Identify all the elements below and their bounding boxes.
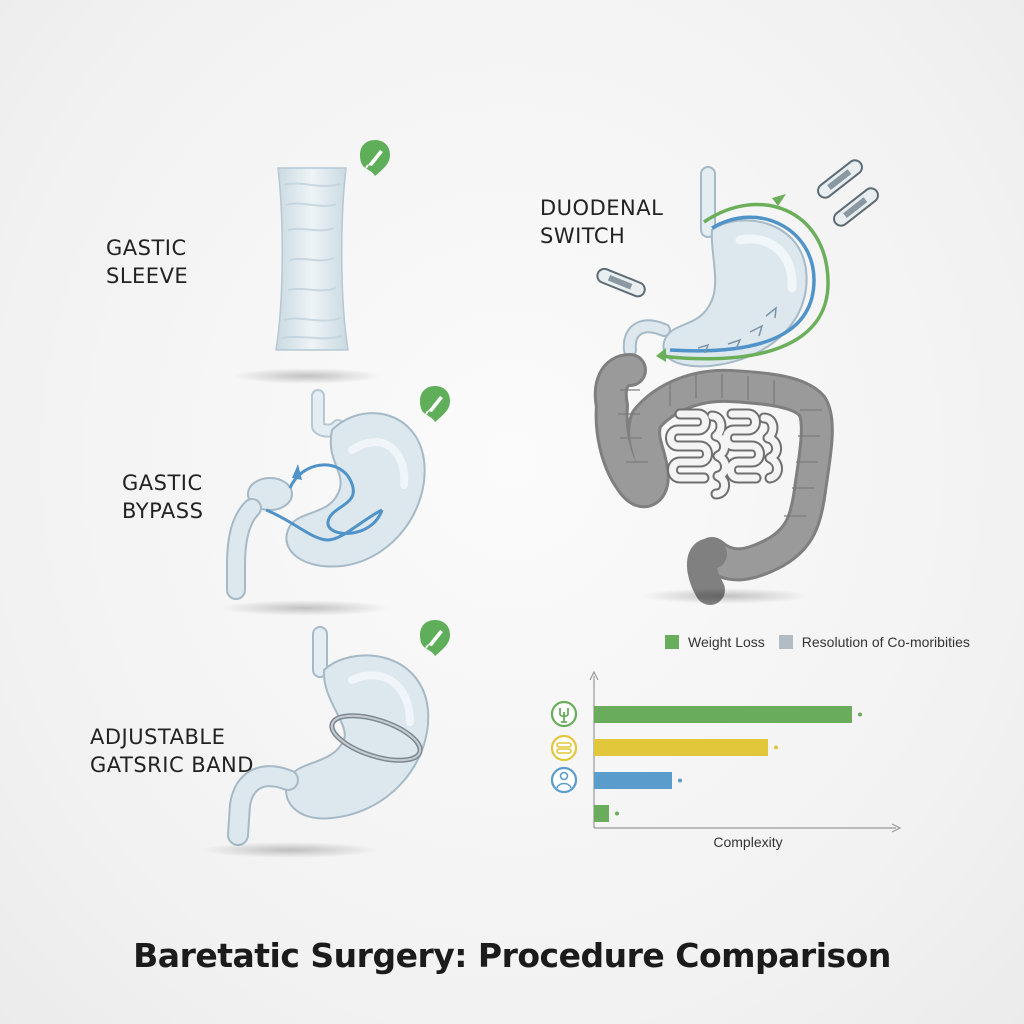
chart-legend: Weight Loss Resolution of Co-moribities bbox=[665, 634, 984, 650]
legend-item-comorbidities: Resolution of Co-moribities bbox=[778, 634, 970, 650]
page-title: Baretatic Surgery: Procedure Comparison bbox=[133, 936, 891, 975]
bar-2 bbox=[594, 739, 768, 756]
sandwich-icon bbox=[550, 734, 578, 762]
bar-1 bbox=[594, 706, 852, 723]
band-shadow bbox=[200, 842, 380, 858]
legend-item-weight-loss: Weight Loss bbox=[665, 634, 765, 650]
gastric-bypass-illustration bbox=[226, 389, 426, 600]
sleeve-shadow bbox=[232, 368, 382, 384]
cutlery-icon bbox=[550, 700, 578, 728]
procedure-label-band: ADJUSTABLE GATSRIC BAND bbox=[90, 725, 254, 777]
x-axis bbox=[594, 823, 902, 833]
x-axis-label: Complexity bbox=[713, 834, 782, 850]
bar-end-dot-1 bbox=[858, 712, 862, 717]
bar-end-dot-4 bbox=[615, 811, 619, 816]
scalpel-icon bbox=[360, 140, 390, 176]
duodenal-switch-shadow bbox=[640, 588, 810, 604]
duodenal-switch-illustration bbox=[593, 166, 834, 605]
procedure-label-sleeve: GASTIC SLEEVE bbox=[106, 236, 189, 288]
scalpel-icon bbox=[420, 620, 450, 656]
legend-swatch-gray bbox=[778, 635, 793, 649]
gastric-sleeve-illustration bbox=[275, 167, 349, 351]
bars bbox=[594, 706, 862, 822]
bypass-shadow bbox=[220, 600, 390, 616]
legend-label: Resolution of Co-moribities bbox=[801, 634, 970, 650]
scalpel-icon bbox=[420, 386, 450, 422]
medical-tube-icon bbox=[833, 187, 879, 227]
gastric-band-illustration bbox=[227, 626, 430, 846]
medical-tube-icon bbox=[596, 267, 646, 298]
bar-3 bbox=[594, 772, 672, 789]
legend-label: Weight Loss bbox=[688, 634, 765, 650]
comparison-bar-chart: Complexity bbox=[550, 670, 902, 850]
bar-end-dot-2 bbox=[774, 745, 778, 750]
legend-swatch-green bbox=[665, 635, 679, 649]
medical-tube-icon bbox=[817, 159, 863, 199]
bar-end-dot-3 bbox=[678, 778, 682, 783]
person-icon bbox=[550, 766, 578, 794]
procedure-label-duodenal-switch: DUODENAL SWITCH bbox=[540, 196, 664, 248]
bar-4 bbox=[594, 805, 609, 822]
procedure-label-bypass: GASTIC BYPASS bbox=[122, 471, 204, 523]
